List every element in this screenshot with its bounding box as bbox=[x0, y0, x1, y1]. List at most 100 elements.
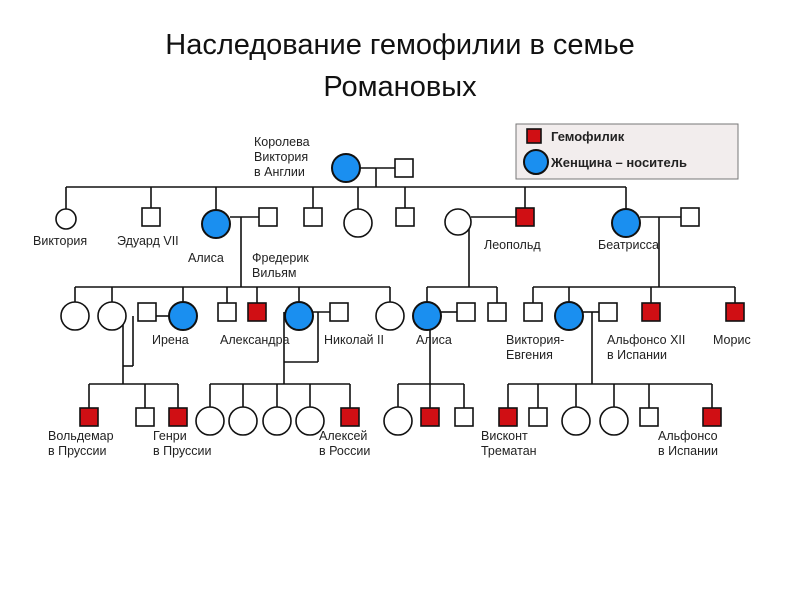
pedigree-nodes bbox=[55, 153, 745, 436]
female-normal-node bbox=[97, 301, 127, 331]
person-label-line: Висконт bbox=[481, 429, 528, 443]
person-label-line: Евгения bbox=[506, 348, 553, 362]
male-normal-node bbox=[217, 302, 237, 322]
person-label: Алиса bbox=[188, 251, 224, 265]
person-label-line: Фредерик bbox=[252, 251, 309, 265]
person-label-line: Виктория bbox=[254, 150, 308, 164]
connector-lines bbox=[65, 167, 736, 408]
male-normal-node bbox=[680, 207, 700, 227]
female-carrier-node bbox=[331, 153, 361, 183]
person-label-line: Николай II bbox=[324, 333, 384, 347]
person-label: Морис bbox=[713, 333, 751, 347]
male-hemophiliac-node bbox=[340, 407, 360, 427]
female-carrier-node bbox=[284, 301, 314, 331]
female-carrier-node bbox=[168, 301, 198, 331]
person-label-line: Эдуард VII bbox=[117, 234, 179, 248]
person-label: Николай II bbox=[324, 333, 384, 347]
male-hemophiliac-node bbox=[168, 407, 188, 427]
person-label-line: Альфонсо bbox=[658, 429, 718, 443]
female-normal-node bbox=[295, 406, 325, 436]
male-normal-node bbox=[598, 302, 618, 322]
female-normal-node bbox=[195, 406, 225, 436]
female-normal-node bbox=[375, 301, 405, 331]
female-normal-node bbox=[55, 208, 77, 230]
male-normal-node bbox=[487, 302, 507, 322]
female-normal-node bbox=[444, 208, 472, 236]
person-label: Леопольд bbox=[484, 238, 541, 252]
page-title: Наследование гемофилии в семье Романовых bbox=[0, 24, 800, 108]
person-label-line: в Испании bbox=[607, 348, 667, 362]
person-label: Ирена bbox=[152, 333, 189, 347]
person-label: Эдуард VII bbox=[117, 234, 179, 248]
female-normal-node bbox=[343, 208, 373, 238]
male-normal-node bbox=[137, 302, 157, 322]
male-normal-node bbox=[141, 207, 161, 227]
person-label-line: Алиса bbox=[416, 333, 452, 347]
female-carrier-node bbox=[554, 301, 584, 331]
male-normal-node bbox=[329, 302, 349, 322]
male-normal-node bbox=[639, 407, 659, 427]
male-hemophiliac-node bbox=[641, 302, 661, 322]
person-label-line: Виктория bbox=[33, 234, 87, 248]
female-normal-node bbox=[383, 406, 413, 436]
person-label-line: Беатрисса bbox=[598, 238, 659, 252]
male-normal-node bbox=[303, 207, 323, 227]
male-normal-node bbox=[528, 407, 548, 427]
person-label-line: Алиса bbox=[188, 251, 224, 265]
female-normal-node bbox=[262, 406, 292, 436]
person-label-line: Трематан bbox=[481, 444, 537, 458]
person-label: Виктория bbox=[33, 234, 87, 248]
male-hemophiliac-node bbox=[702, 407, 722, 427]
female-carrier-node bbox=[201, 209, 231, 239]
male-normal-node bbox=[456, 302, 476, 322]
male-normal-node bbox=[258, 207, 278, 227]
legend-carrier-swatch bbox=[523, 149, 549, 175]
male-hemophiliac-node bbox=[515, 207, 535, 227]
legend-box bbox=[515, 123, 739, 180]
female-normal-node bbox=[561, 406, 591, 436]
male-hemophiliac-node bbox=[498, 407, 518, 427]
person-label-line: Алексей bbox=[319, 429, 367, 443]
person-label: Алиса bbox=[416, 333, 452, 347]
person-label: Виктория-Евгения bbox=[506, 333, 564, 362]
person-label-line: Ирена bbox=[152, 333, 189, 347]
male-normal-node bbox=[395, 207, 415, 227]
person-label-line: Вольдемар bbox=[48, 429, 114, 443]
female-normal-node bbox=[228, 406, 258, 436]
legend-label-hemophiliac: Гемофилик bbox=[551, 129, 625, 144]
person-label-line: в Пруссии bbox=[153, 444, 212, 458]
male-hemophiliac-node bbox=[420, 407, 440, 427]
female-normal-node bbox=[60, 301, 90, 331]
person-label-line: Виктория- bbox=[506, 333, 564, 347]
title-line-2: Романовых bbox=[323, 71, 477, 103]
title-line-1: Наследование гемофилии в семье bbox=[165, 29, 635, 61]
male-normal-node bbox=[394, 158, 414, 178]
male-hemophiliac-node bbox=[725, 302, 745, 322]
female-carrier-node bbox=[412, 301, 442, 331]
person-label-line: в России bbox=[319, 444, 370, 458]
legend-label-carrier: Женщина – носитель bbox=[550, 155, 687, 170]
female-carrier-node bbox=[611, 208, 641, 238]
male-normal-node bbox=[135, 407, 155, 427]
person-label: Беатрисса bbox=[598, 238, 659, 252]
male-hemophiliac-node bbox=[79, 407, 99, 427]
person-label-line: в Испании bbox=[658, 444, 718, 458]
person-label-line: Вильям bbox=[252, 266, 297, 280]
person-label-line: в Пруссии bbox=[48, 444, 107, 458]
person-label-line: Александра bbox=[220, 333, 290, 347]
person-label-line: Альфонсо XII bbox=[607, 333, 685, 347]
male-normal-node bbox=[454, 407, 474, 427]
person-label-line: в Англии bbox=[254, 165, 305, 179]
person-label-line: Королева bbox=[254, 135, 310, 149]
legend-hemophiliac-swatch bbox=[526, 128, 542, 144]
